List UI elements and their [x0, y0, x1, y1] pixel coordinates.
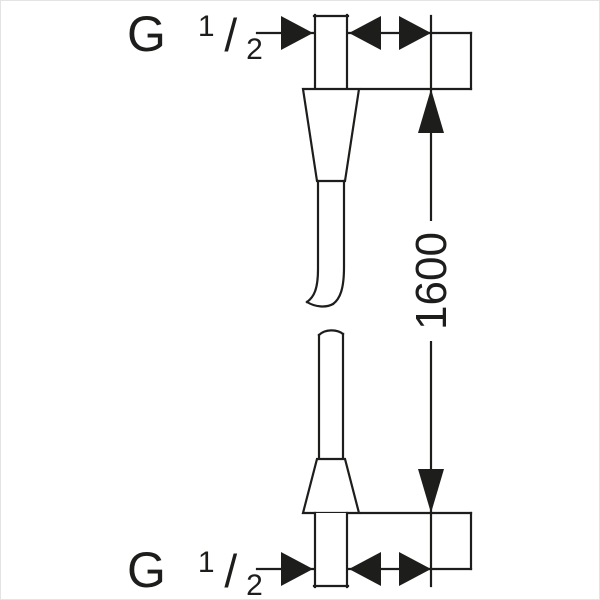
top-thread-letter: G: [127, 6, 166, 62]
hose-upper-break-cap: [305, 300, 335, 308]
top-thread-slash: /: [224, 9, 237, 61]
length-label-backing: [407, 221, 455, 341]
bottom-thread-slash: /: [224, 545, 237, 597]
top-arrow-outer-icon: [399, 16, 431, 50]
bottom-thread-letter: G: [127, 542, 166, 598]
hose-lower-break-cap: [317, 329, 345, 337]
top-arrow-right-icon: [281, 16, 313, 50]
bottom-arrow-right-icon: [281, 552, 313, 586]
bottom-arrow-outer-icon: [399, 552, 431, 586]
top-thread-label: G 1 / 2: [127, 1, 263, 66]
length-dimension-label: 1600: [407, 232, 456, 330]
top-thread-numerator: 1: [198, 10, 215, 43]
arrow-down-icon: [418, 469, 444, 513]
hose-upper-left-wall: [305, 179, 320, 304]
bottom-thread-numerator: 1: [198, 546, 215, 579]
top-thread-denominator: 2: [246, 33, 263, 66]
bottom-thread-label: G 1 / 2: [127, 527, 263, 600]
arrow-up-icon: [418, 89, 444, 133]
hose-upper-right-wall: [331, 179, 346, 306]
top-thread-stub-fill: [314, 15, 348, 89]
bottom-arrow-left-icon: [349, 552, 381, 586]
bottom-thread-stub-fill: [314, 513, 348, 587]
bottom-cone-nut: [301, 457, 361, 515]
top-arrow-left-icon: [349, 16, 381, 50]
bottom-thread-denominator: 2: [246, 569, 263, 600]
